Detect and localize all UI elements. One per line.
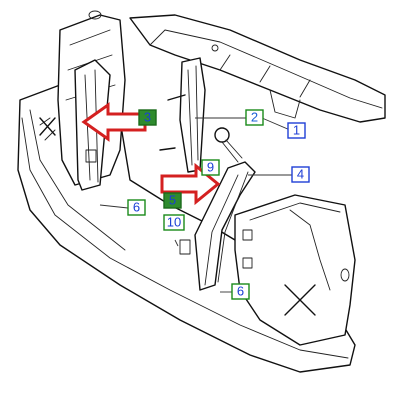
callout-6-left-box (127, 199, 146, 216)
bolt-part (214, 127, 243, 163)
callout-5: 5 (163, 192, 182, 209)
callout-9: 9 (201, 159, 220, 176)
callout-6-right-label: 6 (237, 283, 244, 298)
callout-1: 1 (287, 122, 306, 139)
callout-6-left-label: 6 (133, 199, 140, 214)
callout-1-box (287, 122, 306, 139)
center-support (159, 57, 206, 173)
callout-3-box (138, 109, 157, 126)
callout-3-label: 3 (144, 109, 151, 124)
callout-4: 4 (291, 166, 310, 183)
callout-3: 3 (138, 109, 157, 126)
right-strut (179, 161, 256, 291)
callout-10-label: 10 (167, 214, 181, 229)
callout-9-label: 9 (207, 159, 214, 174)
callout-5-label: 5 (169, 192, 176, 207)
callout-4-box (291, 166, 310, 183)
callout-1-label: 1 (293, 122, 300, 137)
callout-6-right: 6 (231, 283, 250, 300)
callout-9-box (201, 159, 220, 176)
callout-10-box (163, 214, 185, 231)
callout-10: 10 (163, 214, 185, 231)
callout-2-box (245, 109, 264, 126)
callout-5-box (163, 192, 182, 209)
callout-4-label: 4 (297, 166, 304, 181)
callout-6-left: 6 (127, 199, 146, 216)
callout-2-label: 2 (251, 109, 258, 124)
right-housing (234, 194, 356, 346)
callout-6-right-box (231, 283, 250, 300)
callout-2: 2 (245, 109, 264, 126)
upper-panel (129, 14, 386, 123)
